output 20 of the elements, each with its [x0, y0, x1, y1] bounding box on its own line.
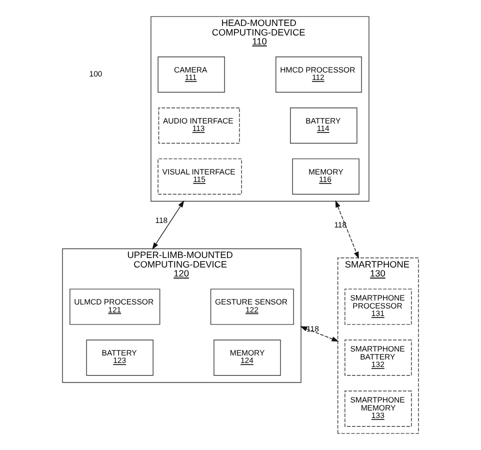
arrow — [152, 200, 184, 250]
node-box: VISUAL INTERFACE 115 — [158, 158, 242, 195]
node-box: MEMORY 116 — [292, 158, 360, 195]
node-box: CAMERA 111 — [158, 56, 225, 93]
node-box: ULMCD PROCESSOR 121 — [70, 288, 160, 325]
arrow — [335, 200, 359, 259]
node-box: HMCD PROCESSOR 112 — [276, 56, 362, 93]
edge-label: 118 — [334, 220, 347, 230]
edge-label: 118 — [306, 324, 319, 334]
node-box: AUDIO INTERFACE 113 — [158, 108, 240, 144]
node-box: SMARTPHONE MEMORY 133 — [344, 390, 412, 427]
node-box: BATTERY 123 — [86, 340, 154, 376]
node-box: MEMORY 124 — [214, 340, 281, 376]
node-box: BATTERY 114 — [290, 108, 358, 144]
arrow — [300, 326, 339, 342]
node-box: GESTURE SENSOR 122 — [210, 288, 294, 325]
edge-label: 118 — [155, 216, 168, 225]
node-box: SMARTPHONE BATTERY 132 — [344, 340, 412, 376]
node-box: SMARTPHONE PROCESSOR 131 — [344, 288, 412, 325]
label: 100 — [89, 70, 102, 79]
